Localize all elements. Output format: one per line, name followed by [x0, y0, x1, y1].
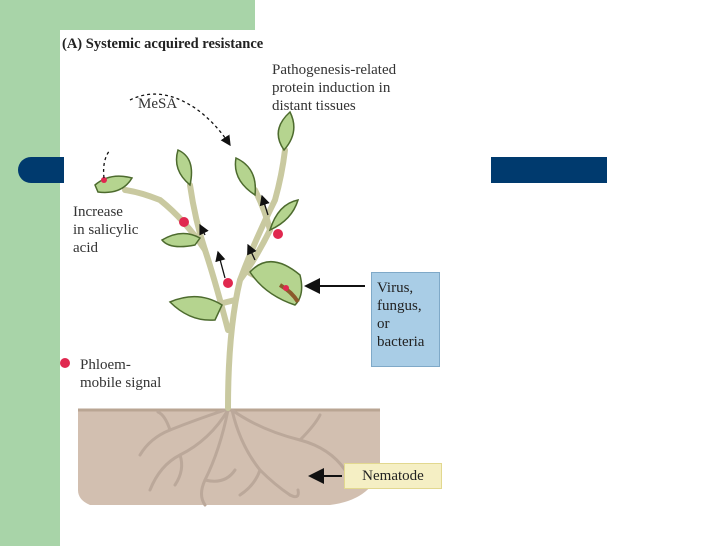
leaf-top-right: [277, 110, 295, 152]
signal-dots: [60, 217, 283, 368]
leaves: [94, 110, 303, 321]
roots: [138, 408, 347, 507]
title-bar-right: [491, 157, 607, 183]
nematode-box: Nematode: [344, 463, 442, 489]
diagram-title: (A) Systemic acquired resistance: [62, 36, 264, 52]
legend-signal-dot: [60, 358, 70, 368]
leaf-mid-left: [160, 232, 202, 248]
leaf-top-left: [175, 148, 193, 187]
mesa-label: MeSA: [138, 96, 178, 112]
leaf-lower-left: [168, 296, 223, 321]
side-decor-band: [0, 0, 60, 546]
salicylic-acid-label: Increase in salicylic acid: [73, 204, 139, 256]
pathogen-box: Virus, fungus, or bacteria: [371, 272, 440, 367]
leaf-mid-right: [268, 199, 300, 232]
top-decor-band: [60, 0, 255, 30]
leaf-top-mid: [234, 156, 257, 197]
leaf-infected-right: [249, 261, 303, 306]
title-bar-left: [18, 157, 64, 183]
signal-dot: [223, 278, 233, 288]
phloem-signal-label: Phloem- mobile signal: [80, 357, 162, 391]
pathogenesis-label: Pathogenesis-related protein induction i…: [272, 62, 397, 114]
signal-dot: [179, 217, 189, 227]
signal-dot: [273, 229, 283, 239]
signal-arrows: [102, 93, 365, 484]
